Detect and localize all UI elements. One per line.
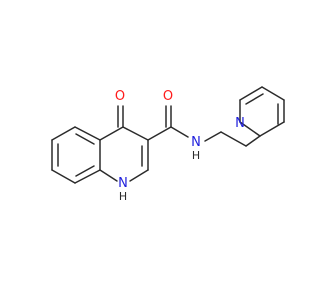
bond — [170, 126, 189, 138]
atom-nitrogen-quinoline: N — [118, 176, 128, 191]
bond — [129, 169, 149, 182]
atom-nitrogen-amide: N — [191, 135, 201, 150]
bond — [245, 93, 264, 105]
bond — [220, 131, 247, 147]
bond — [75, 165, 95, 177]
bond — [259, 121, 285, 137]
atom-oxygen-carbonyl: O — [115, 89, 125, 104]
bond — [261, 86, 285, 101]
bond — [99, 126, 124, 141]
atom-nitrogen-pyridine: N — [235, 116, 245, 131]
bond — [147, 126, 172, 141]
atom-hydrogen-quinoline: H — [119, 190, 127, 203]
bond — [51, 126, 76, 141]
bond — [75, 133, 95, 145]
bond — [99, 169, 118, 182]
molecule-structure-diagram: O O N H N H N — [51, 86, 285, 203]
bond-skeleton — [51, 86, 285, 184]
atom-labels: O O N H N H N — [115, 89, 245, 203]
atom-oxygen-amide: O — [163, 89, 173, 104]
bond — [74, 169, 101, 184]
bond — [239, 121, 261, 137]
bond — [239, 86, 263, 101]
bond — [245, 135, 261, 147]
atom-hydrogen-amide: H — [192, 149, 200, 162]
bond — [122, 126, 149, 141]
bond — [74, 126, 101, 141]
bond — [51, 169, 76, 184]
bond — [204, 131, 222, 142]
